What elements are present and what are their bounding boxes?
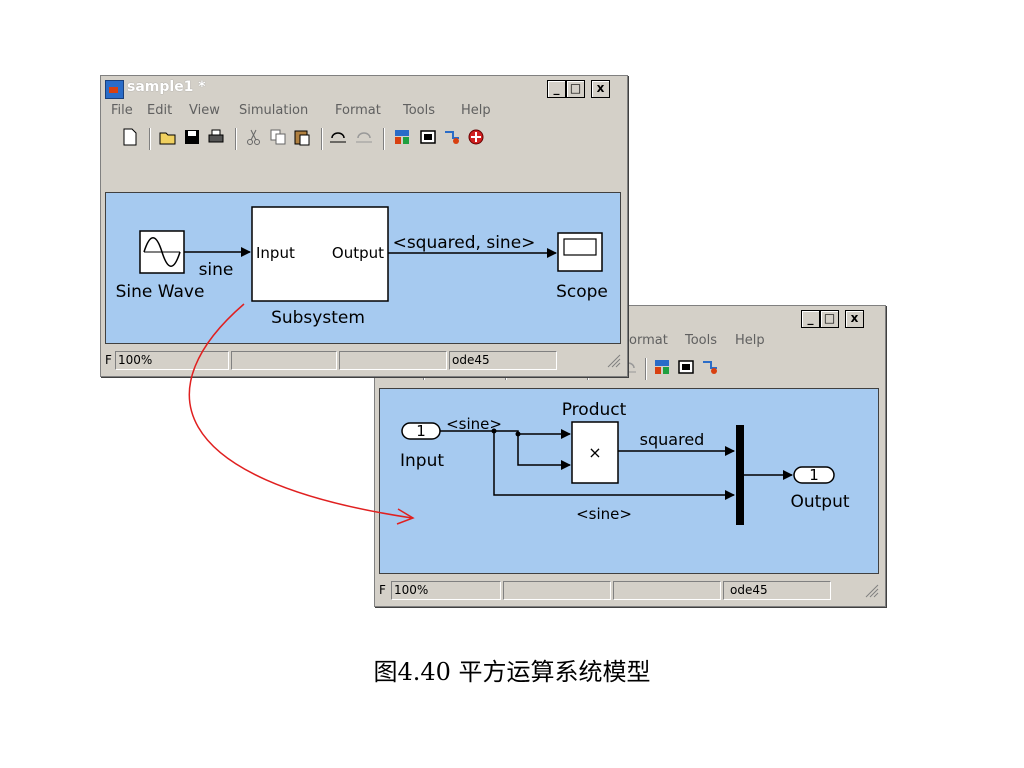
sine-bypass-line	[493, 431, 735, 500]
status-zoom-cell: 100%	[115, 351, 229, 370]
subsystem-window: _ □ x ormat Tools Help 1 Input	[374, 305, 886, 607]
open-folder-icon[interactable]	[159, 128, 177, 146]
scope-screen-icon	[563, 238, 597, 256]
cut-icon[interactable]	[245, 128, 263, 146]
status-cell	[231, 351, 337, 370]
outport-block[interactable]	[793, 466, 835, 484]
status-solver: ode45	[730, 583, 768, 597]
figure-caption: 图4.40 平方运算系统模型	[373, 658, 651, 686]
inport-number: 1	[416, 422, 426, 440]
status-solver-cell: ode45	[449, 351, 557, 370]
product-symbol: ×	[588, 443, 601, 462]
squared-signal-label: squared	[640, 430, 705, 449]
menu-help[interactable]: Help	[461, 103, 491, 118]
copy-icon[interactable]	[269, 128, 287, 146]
subsystem-input-port: Input	[256, 244, 295, 262]
expansion-curve	[188, 303, 413, 519]
sine-signal-label: <sine>	[446, 415, 502, 433]
inport-label: Input	[400, 451, 444, 471]
model-statusbar: F 100% ode45	[105, 350, 623, 370]
maximize-button[interactable]: □	[566, 80, 585, 98]
model-diagram: Sine Wave sine Input Output Subsystem <s…	[116, 206, 608, 328]
options-icon[interactable]	[467, 128, 485, 146]
print-icon[interactable]	[207, 128, 225, 146]
product-block[interactable]	[571, 421, 619, 484]
model-titlebar[interactable]: sample1 * _ □ x	[103, 78, 625, 99]
sine-wave-icon	[143, 237, 181, 267]
menu-file[interactable]: File	[111, 103, 133, 118]
status-zoom: 100%	[394, 583, 429, 597]
menu-tools[interactable]: Tools	[685, 333, 718, 348]
status-zoom-cell: 100%	[391, 581, 501, 600]
paste-icon[interactable]	[293, 128, 311, 146]
status-cell	[613, 581, 721, 600]
model-menubar: File Edit View Simulation Format Tools H…	[105, 101, 623, 121]
subsystem-output-port: Output	[332, 244, 384, 262]
toolbar-separator	[321, 128, 322, 150]
model-browser-icon[interactable]	[419, 128, 437, 146]
sine-bottom-signal-label: <sine>	[576, 505, 632, 523]
window-title: sample1 *	[127, 79, 206, 95]
undo-icon[interactable]	[329, 128, 347, 146]
model-browser-icon[interactable]	[677, 358, 695, 376]
status-zoom: 100%	[118, 353, 153, 367]
menu-tools[interactable]: Tools	[403, 103, 436, 118]
menu-simulation[interactable]: Simulation	[239, 103, 309, 118]
menu-edit[interactable]: Edit	[147, 103, 173, 118]
simulink-app-icon	[105, 80, 124, 99]
sine-wave-label: Sine Wave	[116, 282, 205, 302]
toolbar-separator	[149, 128, 150, 150]
status-cell	[503, 581, 611, 600]
resize-grip-icon[interactable]	[607, 354, 621, 368]
scope-label: Scope	[556, 282, 608, 302]
bus-signal-label: <squared, sine>	[393, 233, 536, 253]
menu-view[interactable]: View	[189, 103, 220, 118]
close-button[interactable]: x	[591, 80, 610, 98]
subsystem-block[interactable]	[251, 206, 389, 302]
subsystem-menubar: ormat Tools Help	[379, 331, 881, 351]
expansion-arrowhead	[396, 508, 415, 525]
new-file-icon[interactable]	[121, 128, 139, 146]
model-canvas[interactable]: Sine Wave sine Input Output Subsystem <s…	[105, 192, 621, 344]
subsystem-label: Subsystem	[271, 308, 365, 328]
product-block-label: Product	[562, 400, 627, 420]
redo-icon[interactable]	[355, 128, 373, 146]
subsystem-statusbar: F 100% ode45	[379, 580, 881, 600]
menu-format[interactable]: Format	[335, 103, 381, 118]
maximize-button[interactable]: □	[820, 310, 839, 328]
close-button[interactable]: x	[845, 310, 864, 328]
subsystem-canvas[interactable]: 1 Input <sine> Product × squared <sine> …	[379, 388, 879, 574]
product-input2-line	[517, 434, 571, 470]
debug-icon[interactable]	[701, 358, 719, 376]
subsystem-diagram: 1 Input <sine> Product × squared <sine> …	[400, 400, 850, 525]
menu-help[interactable]: Help	[735, 333, 765, 348]
outport-label: Output	[790, 492, 849, 512]
toolbar-separator	[383, 128, 384, 150]
minimize-button[interactable]: _	[801, 310, 820, 328]
minimize-button[interactable]: _	[547, 80, 566, 98]
status-solver: ode45	[452, 353, 490, 367]
save-icon[interactable]	[183, 128, 201, 146]
outport-number: 1	[809, 466, 819, 484]
toolbar-separator	[645, 358, 646, 380]
resize-grip-icon[interactable]	[865, 584, 879, 598]
model-window: sample1 * _ □ x File Edit View Simulatio…	[100, 75, 628, 377]
debug-icon[interactable]	[443, 128, 461, 146]
status-solver-cell: ode45	[723, 581, 831, 600]
status-flag: F	[105, 353, 112, 367]
menu-format[interactable]: ormat	[629, 333, 668, 348]
toolbar-separator	[235, 128, 236, 150]
status-flag: F	[379, 583, 386, 597]
library-browser-icon[interactable]	[393, 128, 411, 146]
model-toolbar	[105, 122, 623, 156]
status-cell	[339, 351, 447, 370]
bus-creator-block[interactable]	[736, 425, 744, 525]
library-browser-icon[interactable]	[653, 358, 671, 376]
sine-signal-label: sine	[199, 260, 234, 280]
